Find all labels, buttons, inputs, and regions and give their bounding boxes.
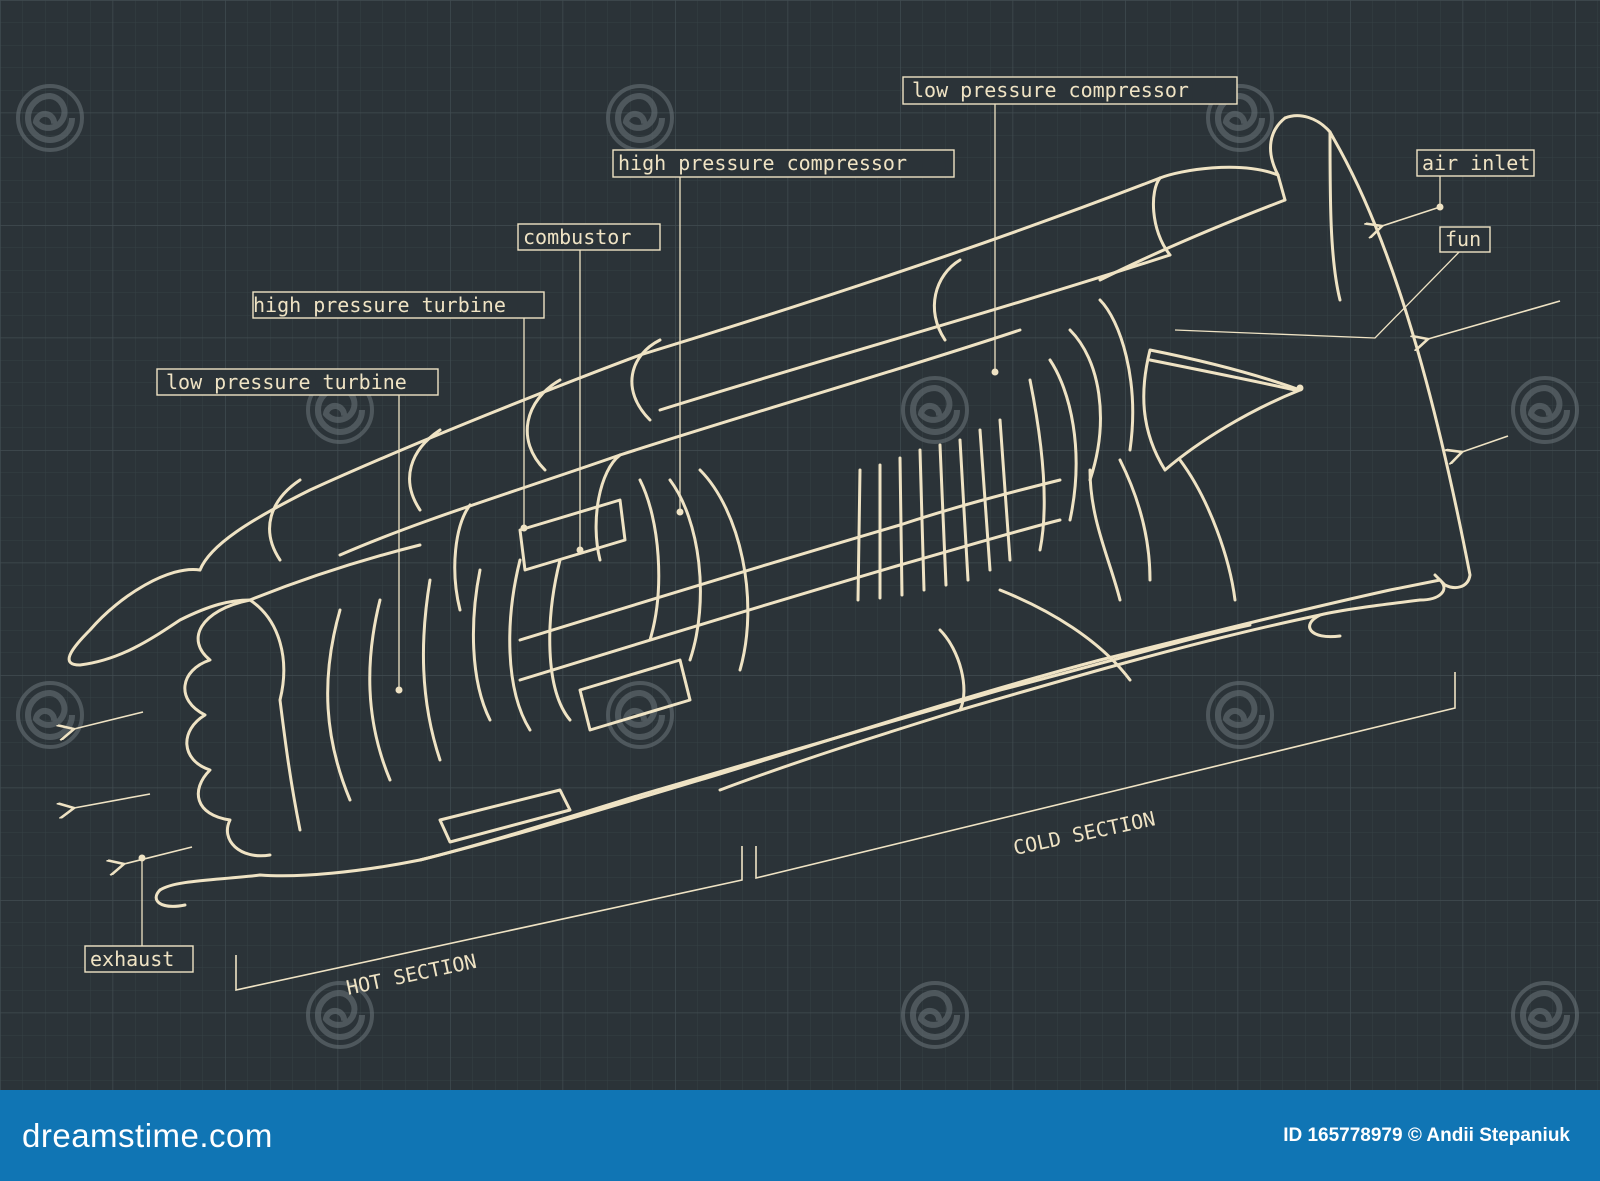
label-combustor-text: combustor — [523, 225, 631, 249]
spiral-logo-icon — [901, 376, 969, 444]
footer-bar: dreamstime.com ID 165778979 © Andii Step… — [0, 1090, 1600, 1181]
label-high-pressure-turbine-text: high pressure turbine — [253, 293, 506, 317]
spinner — [1142, 348, 1302, 472]
spiral-logo-icon — [16, 681, 84, 749]
flow-arrows — [74, 206, 1561, 864]
spiral-logo-icon — [901, 981, 969, 1049]
label-exhaust-text: exhaust — [90, 947, 174, 971]
label-high-pressure-compressor-text: high pressure compressor — [618, 151, 907, 175]
engine-drawing — [67, 114, 1472, 908]
label-air-inlet-text: air inlet — [1422, 151, 1530, 175]
section-brackets — [235, 672, 1456, 991]
inlet-arrow-1 — [1382, 206, 1441, 226]
spiral-logo-icon — [1206, 681, 1274, 749]
footer-brand[interactable]: dreamstime.com — [22, 1116, 273, 1154]
leader-lines — [141, 99, 1466, 946]
label-exhaust: exhaust — [84, 945, 194, 973]
label-high-pressure-compressor: high pressure compressor — [612, 149, 955, 178]
label-fun: fun — [1439, 226, 1491, 253]
cold-section-bracket — [755, 672, 1456, 880]
exhaust-arrow-2 — [74, 793, 151, 808]
inlet-arrow-2 — [1428, 300, 1561, 339]
label-high-pressure-turbine: high pressure turbine — [252, 291, 545, 319]
spiral-logo-icon — [306, 981, 374, 1049]
exhaust-arrow-3 — [124, 846, 193, 864]
leader-dots — [138, 203, 1444, 862]
footer-credit: ID 165778979 © Andii Stepaniuk — [1283, 1124, 1570, 1146]
label-low-pressure-turbine-text: low pressure turbine — [166, 370, 407, 394]
spiral-logo-icon — [606, 84, 674, 152]
spiral-logo-icon — [606, 681, 674, 749]
spiral-logo-icon — [1511, 981, 1579, 1049]
label-combustor: combustor — [517, 223, 661, 251]
label-low-pressure-compressor-text: low pressure compressor — [912, 78, 1189, 102]
spiral-logo-icon — [1206, 84, 1274, 152]
exhaust-arrow-1 — [74, 711, 144, 729]
label-fun-text: fun — [1445, 227, 1481, 251]
hot-section-bracket — [235, 846, 743, 991]
grid-lines — [0, 0, 1600, 1090]
label-low-pressure-turbine: low pressure turbine — [156, 368, 439, 396]
spiral-logo-icon — [1511, 376, 1579, 444]
spiral-logo-icon — [16, 84, 84, 152]
label-low-pressure-compressor: low pressure compressor — [902, 76, 1238, 105]
label-air-inlet: air inlet — [1416, 149, 1535, 177]
engine-blueprint: HOT SECTION COLD SECTION low pressure co… — [0, 0, 1600, 1090]
inlet-arrow-3 — [1462, 435, 1509, 452]
